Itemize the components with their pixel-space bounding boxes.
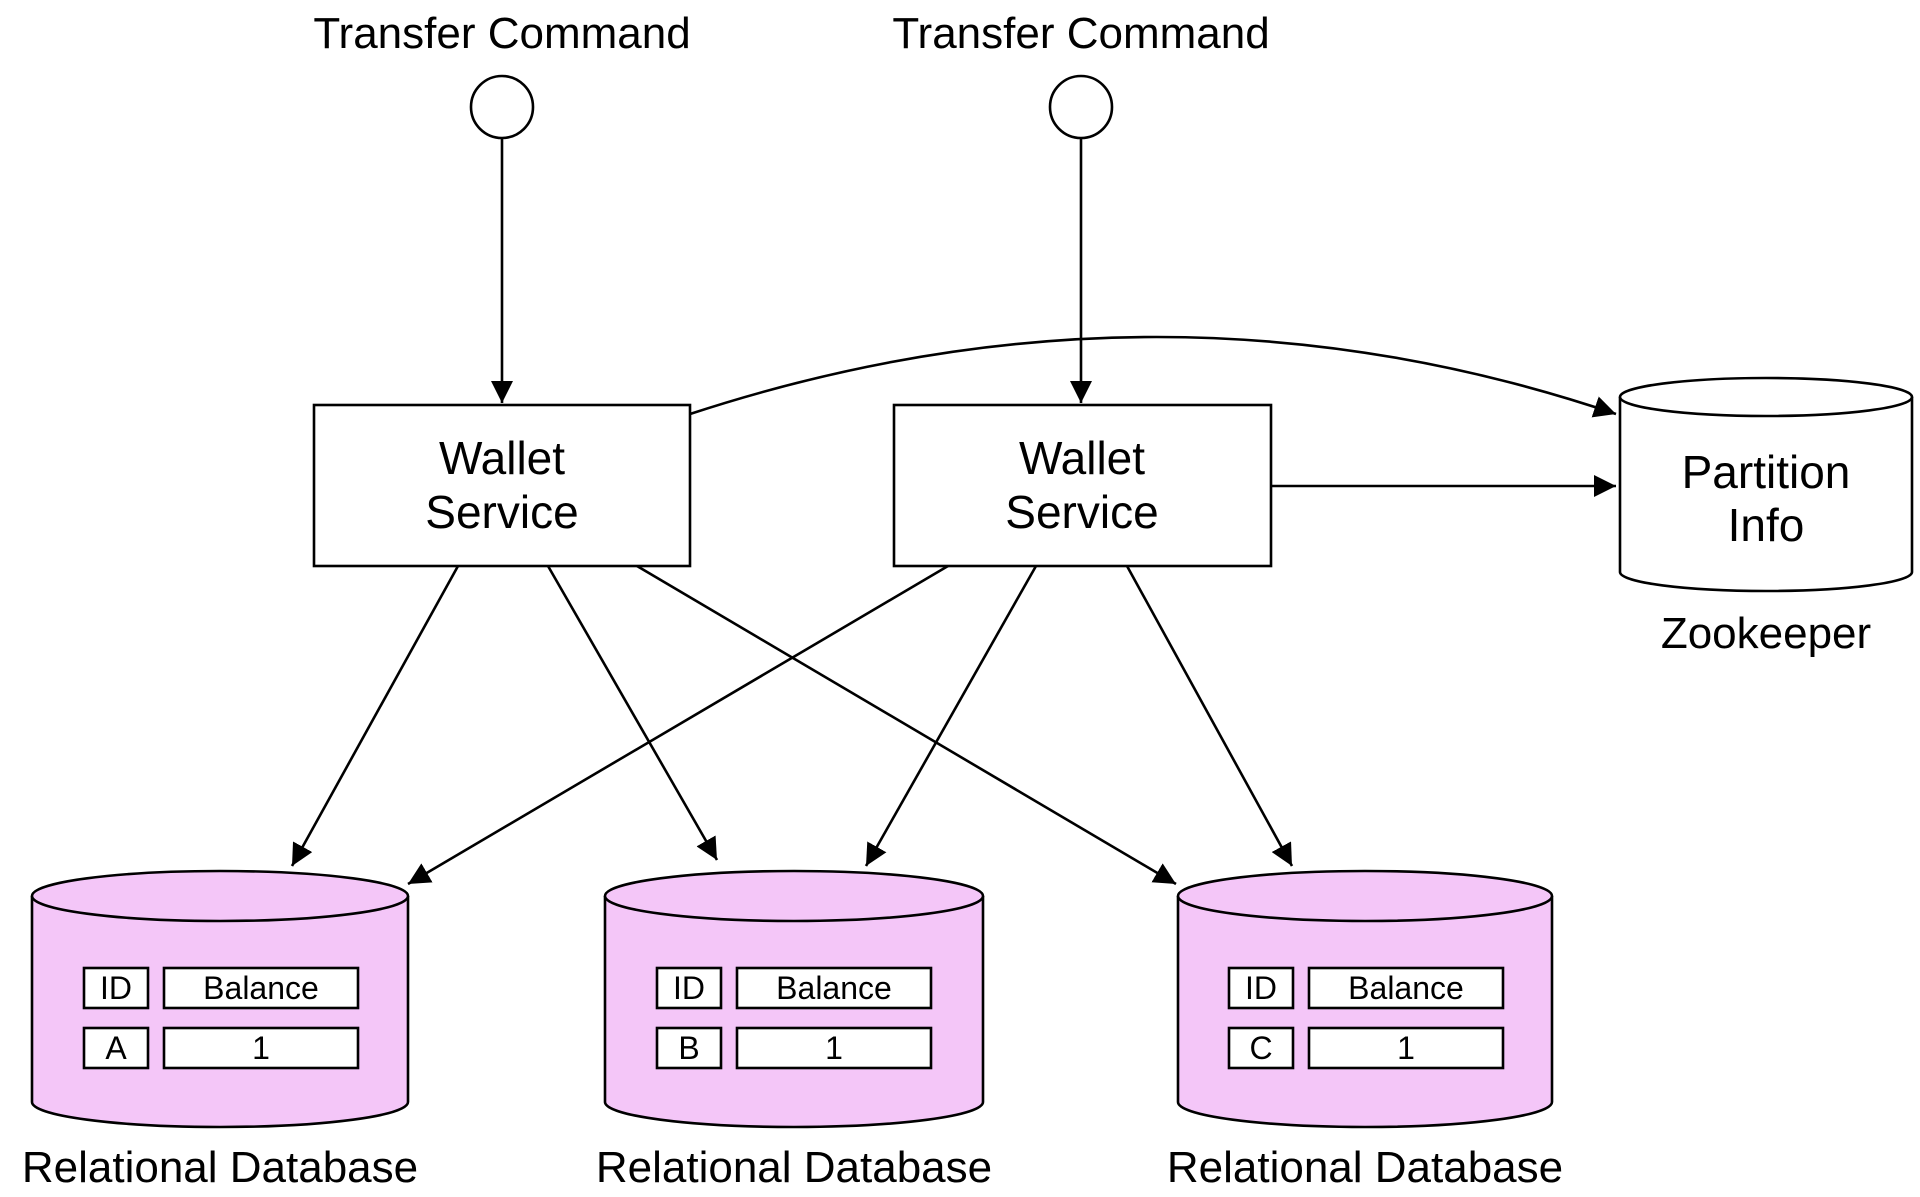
database-2-cylinder-body [603,896,985,1129]
database-3-cylinder-body [1176,896,1554,1129]
wallet-service-2-box [892,403,1273,568]
database-2-row-id [655,1026,723,1070]
wallet-service-1-line2: Service [425,486,578,538]
client-1-node [469,74,535,140]
database-3-header-id [1227,966,1295,1010]
wallet-service-2-line1: Wallet [1019,432,1145,484]
database-1: ID Balance A 1 Relational Database [22,869,418,1192]
database-1-header-balance [162,966,360,1010]
database-1-header-balance-text: Balance [203,970,319,1006]
database-1-cylinder-body [30,896,410,1129]
partition-info-cylinder-top [1618,376,1914,418]
database-3-row-balance [1307,1026,1505,1070]
wallet-service-1-box [312,403,692,568]
arrow-service-1-to-partition-info [689,335,1617,418]
partition-info-cylinder-body [1618,397,1914,593]
client-2-node [1048,74,1114,140]
arrow-service-1-to-database-3 [636,564,1177,886]
database-2-caption: Relational Database [596,1143,992,1192]
database-2-cylinder-top [603,869,985,923]
client-1: Transfer Command [313,9,691,140]
database-3-header-balance [1307,966,1505,1010]
database-1-row-balance-text: 1 [252,1030,270,1066]
arrow-service-1-to-database-1 [290,565,460,867]
database-3-row-id-text: C [1249,1030,1272,1066]
partition-info-caption: Zookeeper [1661,609,1871,658]
database-2-header-balance [735,966,933,1010]
database-3-row-balance-text: 1 [1397,1030,1415,1066]
database-2-header-id-text: ID [673,970,705,1006]
arrow-service-1-to-database-2 [546,565,719,861]
database-2-row-balance [735,1026,933,1070]
client-2-label: Transfer Command [892,9,1269,58]
partition-info-line2: Info [1728,499,1805,551]
database-1-header-id [82,966,150,1010]
database-3-row-id [1227,1026,1295,1070]
arrow-service-2-to-database-3 [1125,565,1294,867]
arrow-service-2-to-database-2 [864,565,1038,867]
database-3-cylinder-top [1176,869,1554,923]
wallet-service-2-line2: Service [1005,486,1158,538]
partition-info-store: Partition Info Zookeeper [1618,376,1914,658]
client-1-label: Transfer Command [313,9,690,58]
database-3-caption: Relational Database [1167,1143,1563,1192]
wallet-service-1: Wallet Service [312,403,692,568]
client-2: Transfer Command [892,9,1270,140]
database-1-header-id-text: ID [100,970,132,1006]
database-1-row-id [82,1026,150,1070]
database-3: ID Balance C 1 Relational Database [1167,869,1563,1192]
database-3-header-balance-text: Balance [1348,970,1464,1006]
database-1-cylinder-top [30,869,410,923]
database-1-caption: Relational Database [22,1143,418,1192]
database-2-row-balance-text: 1 [825,1030,843,1066]
partition-info-line1: Partition [1682,446,1851,498]
database-3-header-id-text: ID [1245,970,1277,1006]
database-2-header-balance-text: Balance [776,970,892,1006]
database-1-row-id-text: A [105,1030,127,1066]
wallet-service-1-line1: Wallet [439,432,565,484]
database-2-row-id-text: B [678,1030,699,1066]
database-2-header-id [655,966,723,1010]
wallet-service-2: Wallet Service [892,403,1273,568]
database-2: ID Balance B 1 Relational Database [596,869,992,1192]
arrow-service-2-to-database-1 [407,564,949,886]
database-1-row-balance [162,1026,360,1070]
